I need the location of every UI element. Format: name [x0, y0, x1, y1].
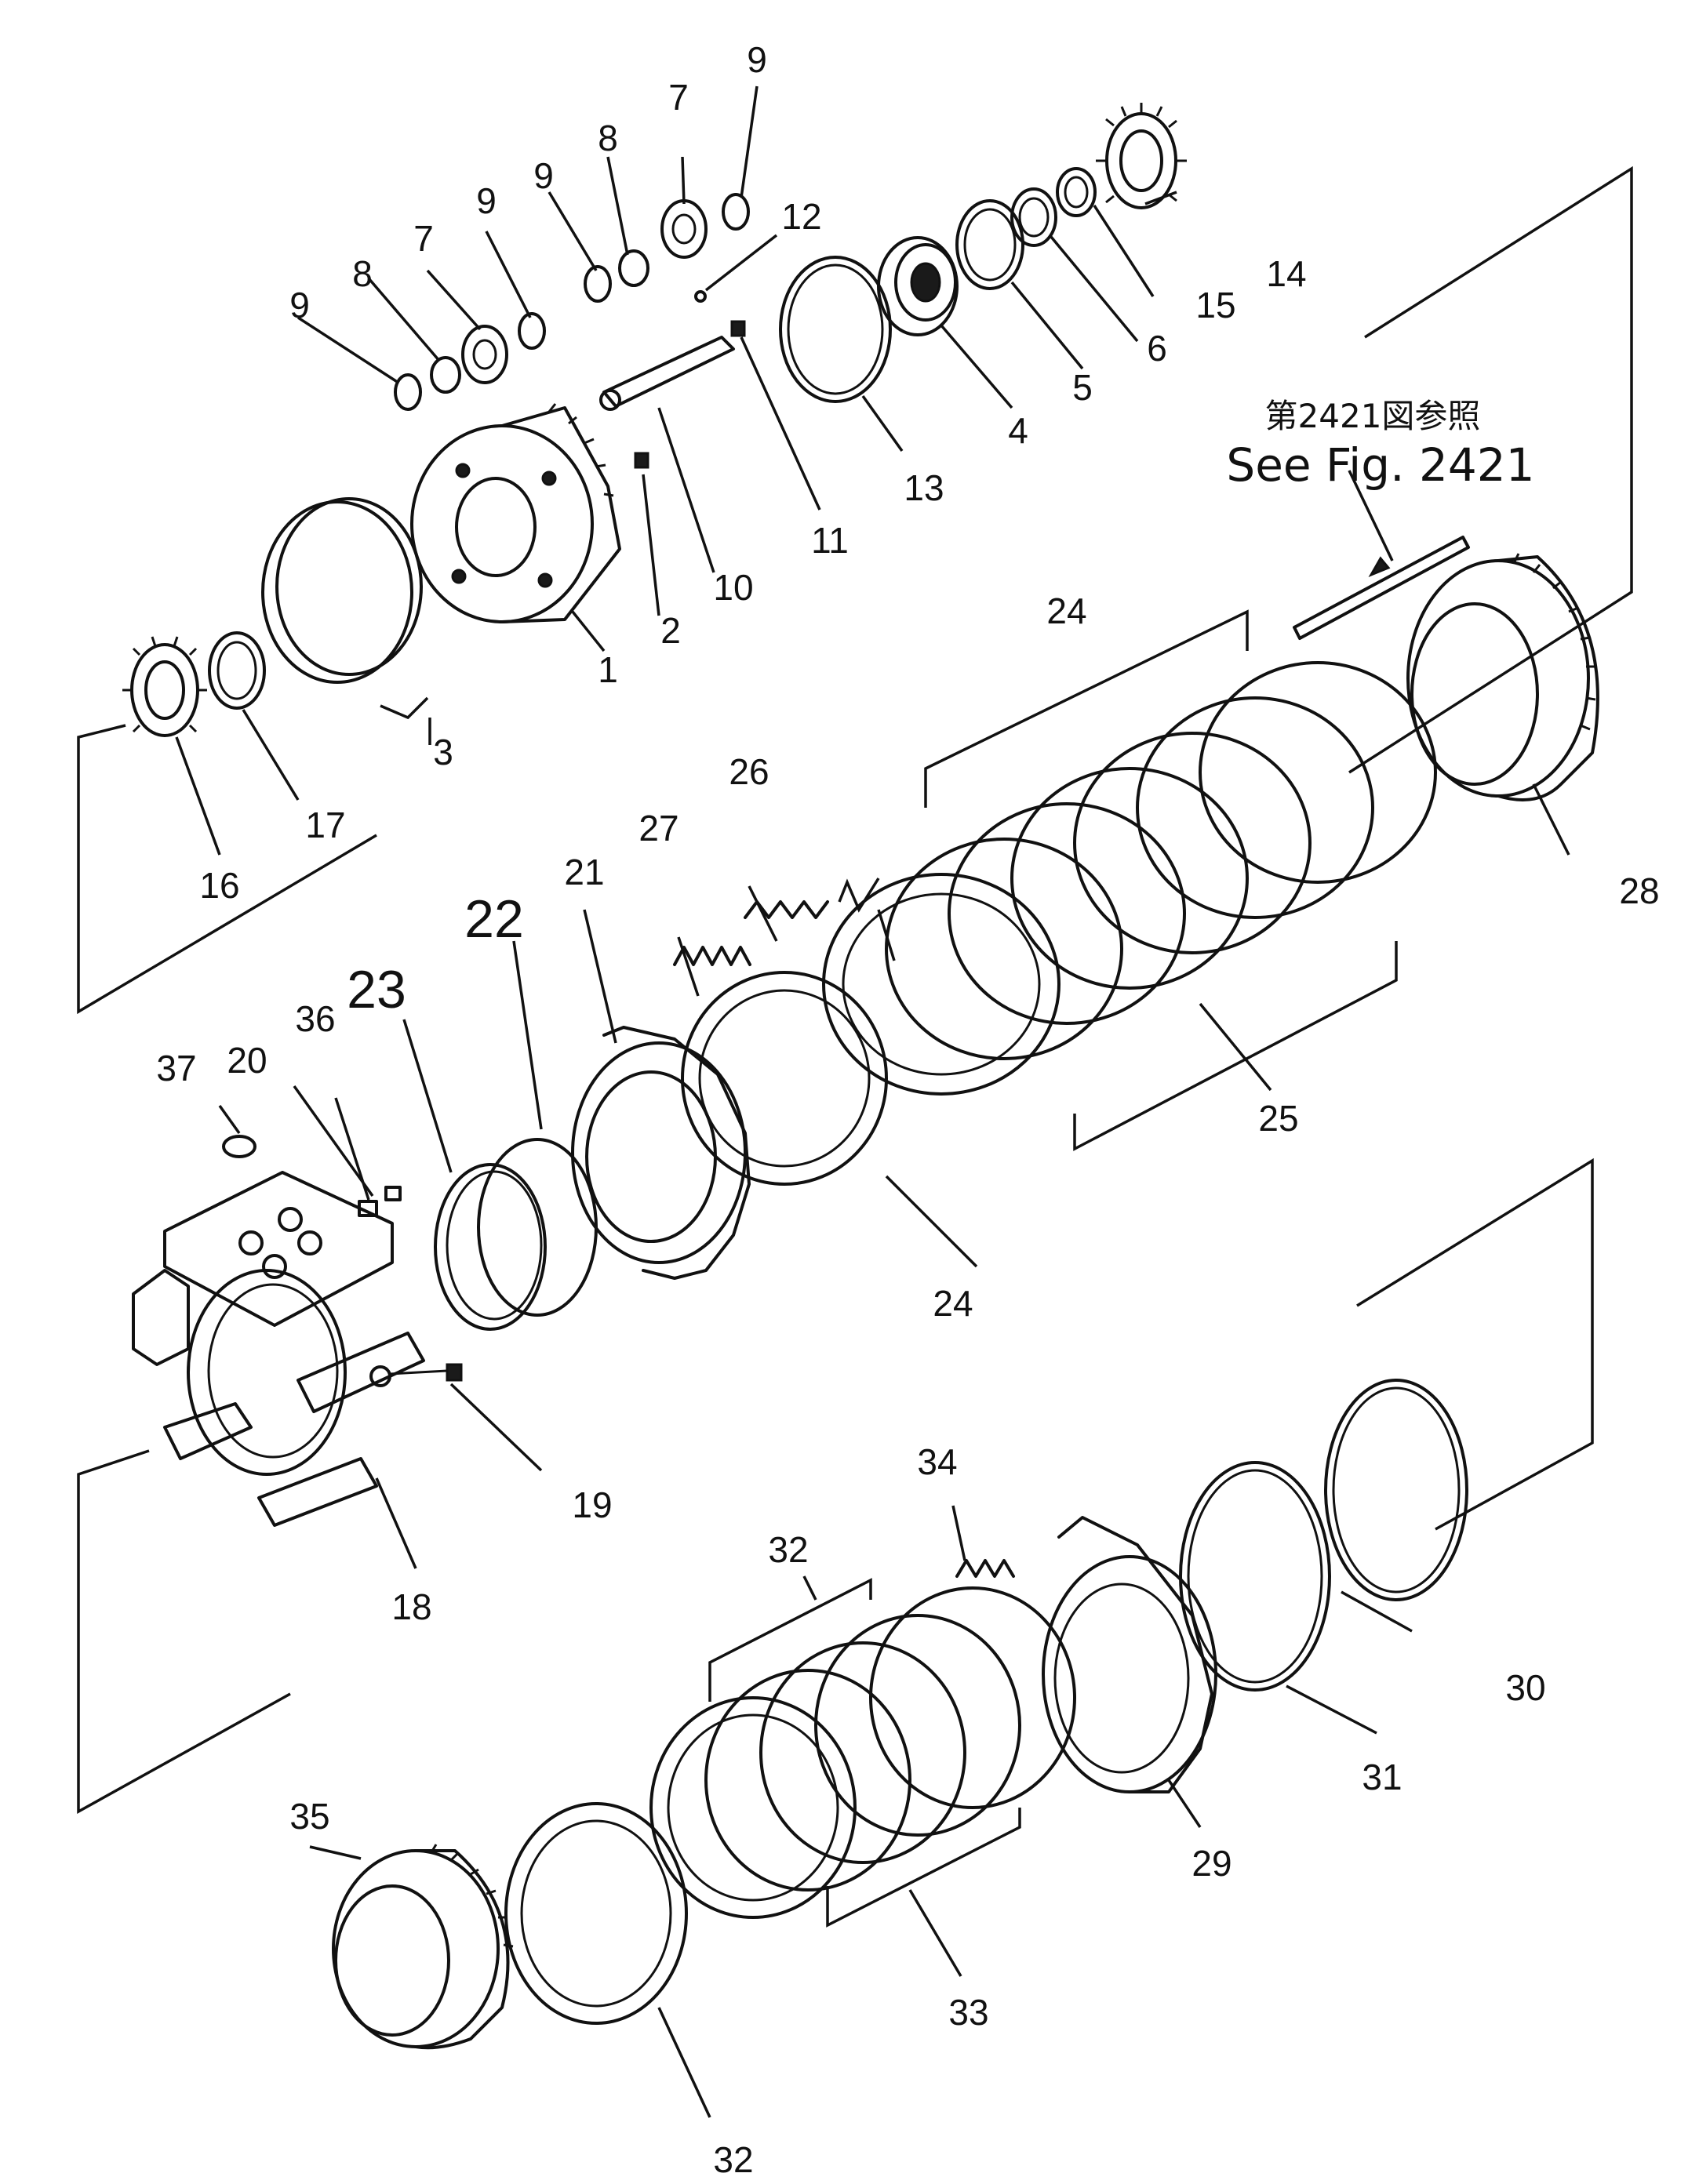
- callout-32: 32: [768, 1529, 808, 1570]
- spacer-8-lower: [430, 356, 461, 394]
- assembly-outline-lines: [77, 165, 1633, 1814]
- callout-24: 24: [1046, 591, 1086, 631]
- housing-21: [571, 1026, 751, 1280]
- plug-11: [730, 320, 746, 337]
- seal-rings-3: [261, 497, 423, 684]
- ring-6: [1010, 187, 1057, 247]
- snap-ring-5: [955, 199, 1024, 290]
- callout-7: 7: [668, 77, 689, 118]
- clutch-pack-upper: [822, 661, 1437, 1096]
- callout-27: 27: [638, 808, 679, 849]
- callout-25: 25: [1258, 1098, 1298, 1139]
- spring-27: [673, 946, 751, 966]
- spring-34: [955, 1559, 1015, 1578]
- pin-20: [358, 1200, 378, 1217]
- callout-34: 34: [917, 1441, 957, 1482]
- callout-9: 9: [476, 180, 497, 221]
- housing-18: [132, 1171, 425, 1527]
- seal-ring-22: [477, 1138, 598, 1317]
- bracket-24-upper: [924, 609, 1249, 808]
- ring-30: [1324, 1379, 1468, 1601]
- pin-36: [384, 1186, 402, 1201]
- seal-ring-23: [434, 1163, 547, 1331]
- callout-37: 37: [156, 1048, 196, 1088]
- callout-26: 26: [729, 751, 769, 792]
- reference-japanese: 第2421図参照: [1265, 397, 1481, 435]
- bracket-32: [708, 1578, 872, 1702]
- callout-10: 10: [713, 567, 753, 608]
- callout-20: 20: [227, 1040, 267, 1081]
- o-ring-37: [222, 1135, 256, 1158]
- pinion-7-lower: [461, 325, 508, 384]
- callout-19: 19: [572, 1484, 612, 1525]
- callout-9: 9: [289, 285, 310, 325]
- ring-31: [1179, 1461, 1331, 1692]
- carrier-1: [410, 403, 621, 623]
- plug-2: [634, 452, 649, 469]
- reference-rod: [1293, 536, 1470, 640]
- callout-labels: 9 7 8 9 9 7 8 9 12 14 15 6 5 4 13 11 10 …: [156, 39, 1659, 2180]
- callout-15: 15: [1195, 285, 1235, 325]
- callout-30: 30: [1505, 1667, 1545, 1708]
- pinion-7-upper: [660, 199, 708, 259]
- callout-21: 21: [564, 852, 604, 892]
- callout-14: 14: [1266, 253, 1306, 294]
- callout-22: 22: [464, 889, 524, 949]
- callout-3: 3: [433, 732, 453, 772]
- callout-33: 33: [948, 1992, 988, 2033]
- callout-28: 28: [1619, 870, 1659, 911]
- spring-link: [838, 878, 880, 913]
- bracket-25: [1073, 941, 1398, 1151]
- callout-1: 1: [598, 649, 618, 690]
- callout-32: 32: [713, 2139, 753, 2180]
- gear-14: [1096, 103, 1187, 209]
- bracket-33: [826, 1808, 1021, 1928]
- callout-2: 2: [660, 610, 681, 651]
- callout-18: 18: [391, 1586, 431, 1627]
- friction-disc-32: [504, 1802, 688, 2025]
- washer-9-c: [518, 312, 546, 350]
- callout-31: 31: [1362, 1757, 1402, 1797]
- callout-17: 17: [305, 805, 345, 845]
- callout-4: 4: [1008, 410, 1028, 451]
- callout-7: 7: [413, 218, 434, 259]
- callout-11: 11: [811, 520, 849, 561]
- ball-12: [694, 290, 707, 303]
- reference-english: See Fig. 2421: [1226, 438, 1534, 492]
- shaft-10: [599, 336, 735, 411]
- washer-9-a: [722, 193, 750, 231]
- reference-note: 第2421図参照 See Fig. 2421: [1226, 397, 1535, 578]
- washer-9-b: [584, 265, 612, 303]
- washer-9-d: [394, 373, 422, 411]
- callout-9: 9: [533, 155, 554, 196]
- friction-disc-24: [681, 971, 888, 1186]
- callout-23: 23: [347, 960, 406, 1019]
- callout-35: 35: [289, 1796, 329, 1837]
- callout-9: 9: [747, 39, 767, 80]
- callout-12: 12: [781, 196, 821, 237]
- callout-5: 5: [1072, 367, 1093, 408]
- callout-29: 29: [1191, 1843, 1232, 1884]
- leader-lines: [175, 85, 1570, 2118]
- callout-24: 24: [933, 1283, 973, 1324]
- ring-gear-35: [332, 1844, 514, 2050]
- fitting-19: [369, 1363, 463, 1387]
- reference-arrow-head: [1368, 556, 1391, 578]
- ring-15: [1056, 167, 1097, 217]
- ring-17: [208, 631, 266, 710]
- callout-16: 16: [199, 865, 239, 906]
- clutch-pack-lower: [649, 1586, 1076, 1919]
- ring-gear-28: [1406, 553, 1599, 801]
- callout-13: 13: [904, 467, 944, 508]
- spacer-8-upper: [618, 249, 649, 287]
- callout-36: 36: [295, 998, 335, 1039]
- snap-ring-13: [779, 256, 892, 403]
- gear-16: [122, 636, 207, 737]
- callout-8: 8: [598, 118, 618, 158]
- callout-6: 6: [1147, 328, 1167, 369]
- callout-8: 8: [352, 253, 373, 294]
